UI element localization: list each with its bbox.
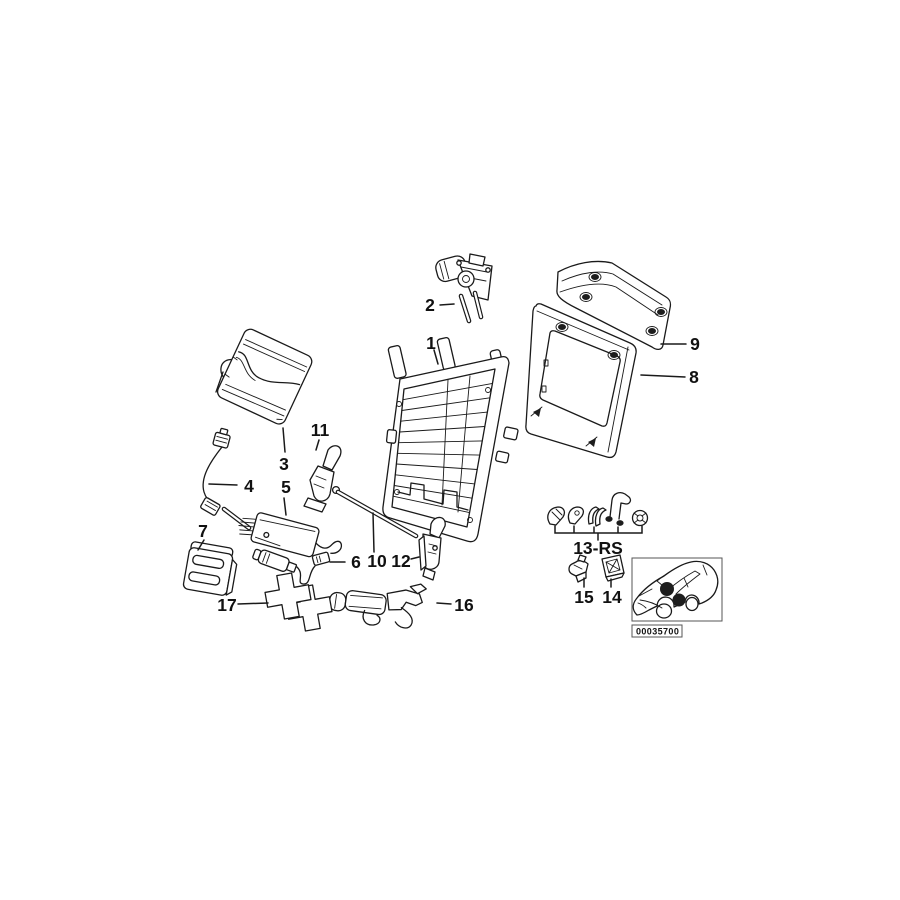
callout-14[interactable]: 14 — [602, 587, 622, 607]
bracket-13rs — [554, 525, 643, 541]
part-12-latch-fitting-drawing — [418, 516, 446, 581]
callout-5[interactable]: 5 — [281, 477, 291, 497]
part-8-rear-panel-drawing — [525, 303, 637, 459]
part-15-clip-drawing — [568, 554, 589, 583]
part-5-module-drawing — [238, 512, 343, 558]
part-3-backrest-board-drawing — [215, 328, 313, 425]
callout-10[interactable]: 10 — [367, 551, 387, 571]
leader-17 — [237, 602, 269, 605]
leader-4 — [208, 483, 238, 486]
leader-10 — [372, 512, 375, 553]
frame-spring-slats — [392, 382, 493, 514]
leader-1 — [433, 349, 439, 365]
part-10-rod-drawing — [335, 489, 419, 539]
leader-11 — [315, 439, 320, 451]
part-1-backrest-frame-drawing — [382, 336, 519, 543]
part-11-latch-fitting-drawing — [303, 445, 342, 513]
callout-11[interactable]: 11 — [311, 420, 330, 440]
callout-12[interactable]: 12 — [391, 551, 411, 571]
leader-2 — [439, 303, 455, 306]
part-9-upper-trim-drawing — [556, 260, 672, 351]
callout-13rs[interactable]: 13-RS — [573, 538, 623, 558]
leader-lines — [197, 303, 687, 605]
callout-17[interactable]: 17 — [217, 595, 236, 615]
callout-7[interactable]: 7 — [198, 521, 208, 541]
part-4-cable-drawing — [200, 427, 252, 531]
part-2-motor-assembly-drawing — [435, 253, 493, 324]
vehicle-locator-thumbnail: 00035700 — [631, 557, 723, 638]
callout-labels: 1 2 3 4 5 6 7 8 9 10 11 12 13-RS 14 15 1… — [198, 295, 700, 615]
part-7-box-drawing — [182, 541, 238, 596]
drawing-number: 00035700 — [636, 627, 679, 637]
callout-4[interactable]: 4 — [244, 476, 254, 496]
leader-16 — [436, 602, 452, 605]
callout-16[interactable]: 16 — [454, 595, 474, 615]
part-13rs-clip-set-drawing — [547, 492, 649, 541]
callout-6[interactable]: 6 — [351, 552, 361, 572]
leader-12 — [410, 556, 420, 560]
leader-3 — [282, 427, 286, 453]
part-17-cross-pad-drawing — [264, 572, 333, 632]
leader-5 — [283, 497, 287, 516]
leader-8 — [640, 374, 686, 378]
drawing-number-box — [631, 624, 683, 638]
leader-7 — [197, 539, 205, 551]
callout-8[interactable]: 8 — [689, 367, 699, 387]
callout-2[interactable]: 2 — [425, 295, 435, 315]
seat-highlight-dot — [660, 582, 674, 596]
callout-3[interactable]: 3 — [279, 454, 289, 474]
part-14-clip-drawing — [601, 554, 625, 582]
seat-highlight-dot — [672, 593, 686, 607]
callout-9[interactable]: 9 — [690, 334, 700, 354]
car-sketch — [632, 560, 719, 619]
callout-15[interactable]: 15 — [574, 587, 594, 607]
callout-1[interactable]: 1 — [426, 333, 436, 353]
part-6-sensor-cable-drawing — [252, 548, 331, 585]
part-16-lumbar-drive-drawing — [328, 583, 427, 629]
